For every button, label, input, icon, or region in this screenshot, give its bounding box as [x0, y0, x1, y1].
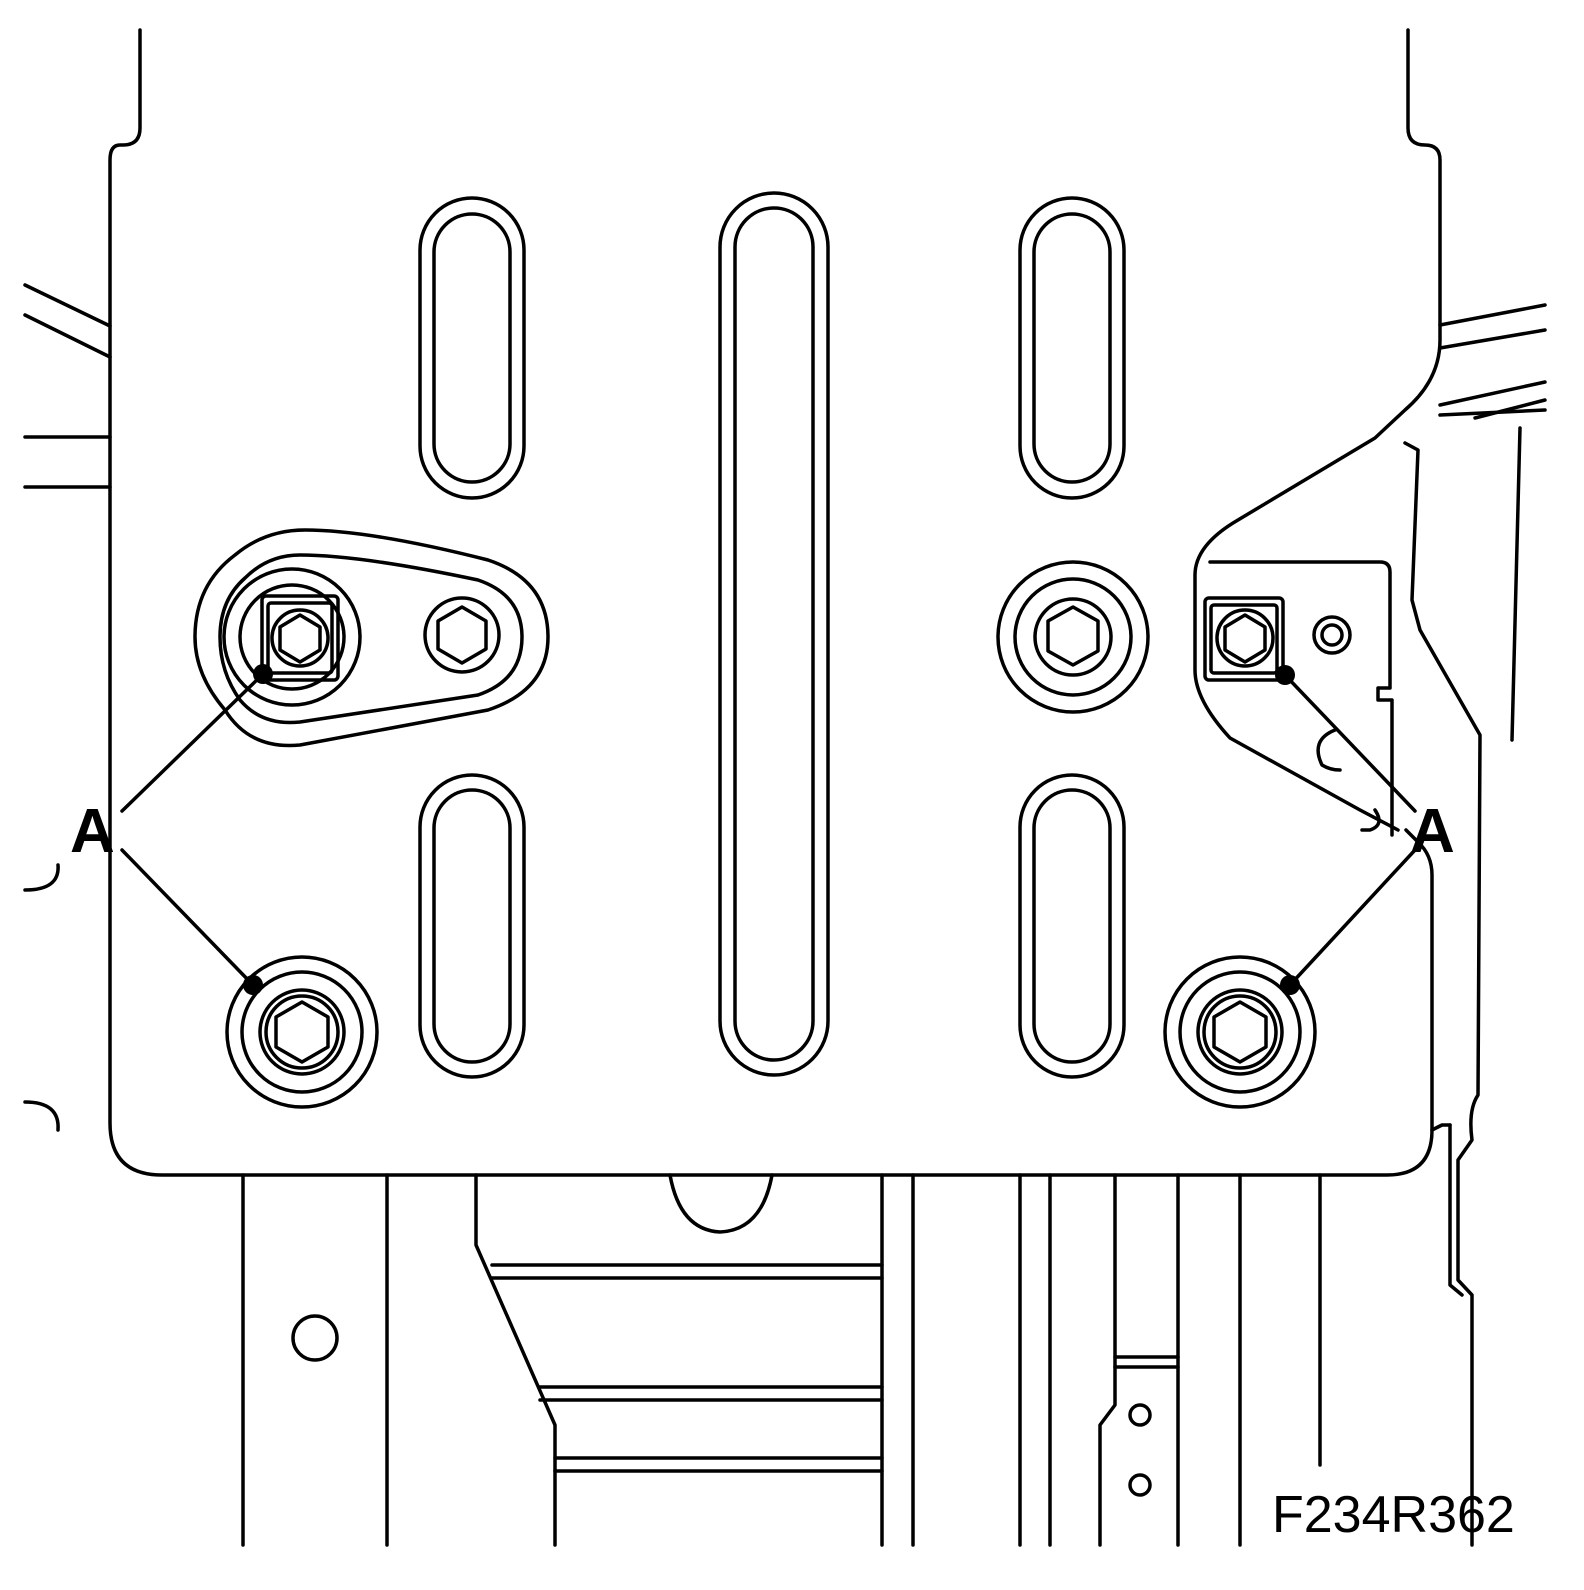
nut-lower-right — [1163, 955, 1317, 1109]
callout-leaders-left — [120, 664, 273, 995]
nut-upper-left — [260, 594, 340, 682]
right-arc-feature — [1316, 728, 1342, 772]
slot-lower-left — [418, 773, 526, 1079]
plate-outline — [108, 28, 1434, 1177]
lower-frame-structure — [241, 1173, 1322, 1547]
left-frame-lines — [23, 283, 112, 1132]
right-arc-feature-2 — [1360, 808, 1381, 832]
slot-lower-right — [1018, 773, 1126, 1079]
left-upper-boss — [193, 528, 550, 748]
nut-upper-right — [1203, 596, 1285, 682]
right-small-hole-outer — [1312, 615, 1352, 655]
callout-leaders-right — [1275, 665, 1417, 995]
callout-label-left: A — [70, 797, 115, 866]
right-inner-bracket — [1208, 560, 1394, 837]
right-small-hole-inner — [1320, 623, 1344, 647]
right-upper-boss — [996, 560, 1150, 714]
figure-code: F234R362 — [1272, 1486, 1515, 1544]
plate-right-edge — [1193, 28, 1442, 832]
slot-upper-right — [1018, 196, 1126, 500]
right-frame-lines — [1403, 303, 1547, 1547]
nut-lower-left — [225, 955, 379, 1109]
slot-center-long — [718, 191, 830, 1077]
slot-upper-left — [418, 196, 526, 500]
callout-label-right: A — [1410, 797, 1455, 866]
